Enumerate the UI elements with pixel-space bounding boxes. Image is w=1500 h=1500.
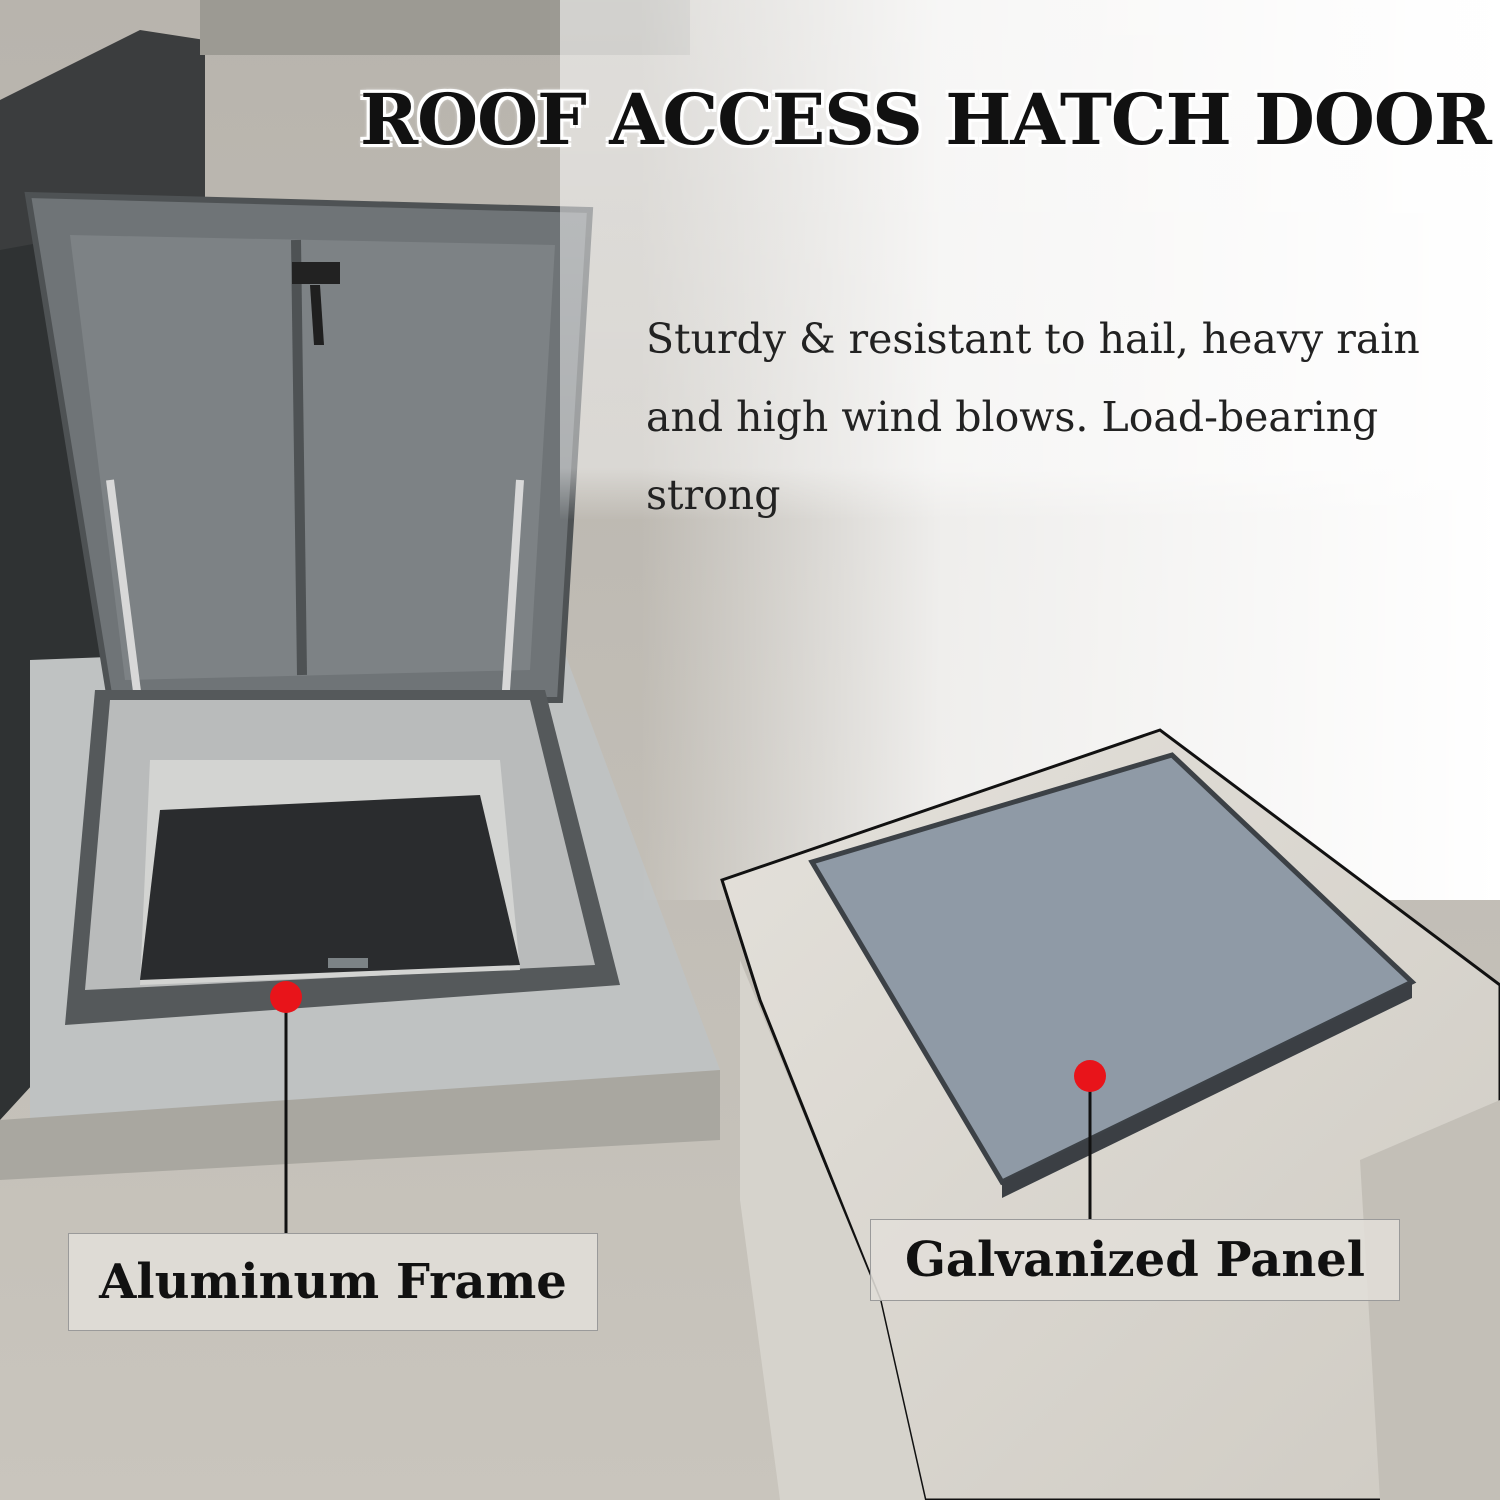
- lid-handle-icon: [292, 262, 340, 284]
- feature-description: Sturdy & resistant to hail, heavy rain a…: [646, 315, 1420, 519]
- callout-aluminum-frame: Aluminum Frame: [68, 1233, 598, 1331]
- page-title: ROOF ACCESS HATCH DOOR: [360, 78, 1492, 161]
- marker-dot-right: [1074, 1060, 1106, 1092]
- gas-strut-right: [501, 479, 524, 706]
- callout-galvanized-panel: Galvanized Panel: [870, 1219, 1400, 1301]
- marker-dot-left: [270, 981, 302, 1013]
- gas-strut-left: [106, 479, 144, 716]
- hatch-opening: [140, 795, 520, 980]
